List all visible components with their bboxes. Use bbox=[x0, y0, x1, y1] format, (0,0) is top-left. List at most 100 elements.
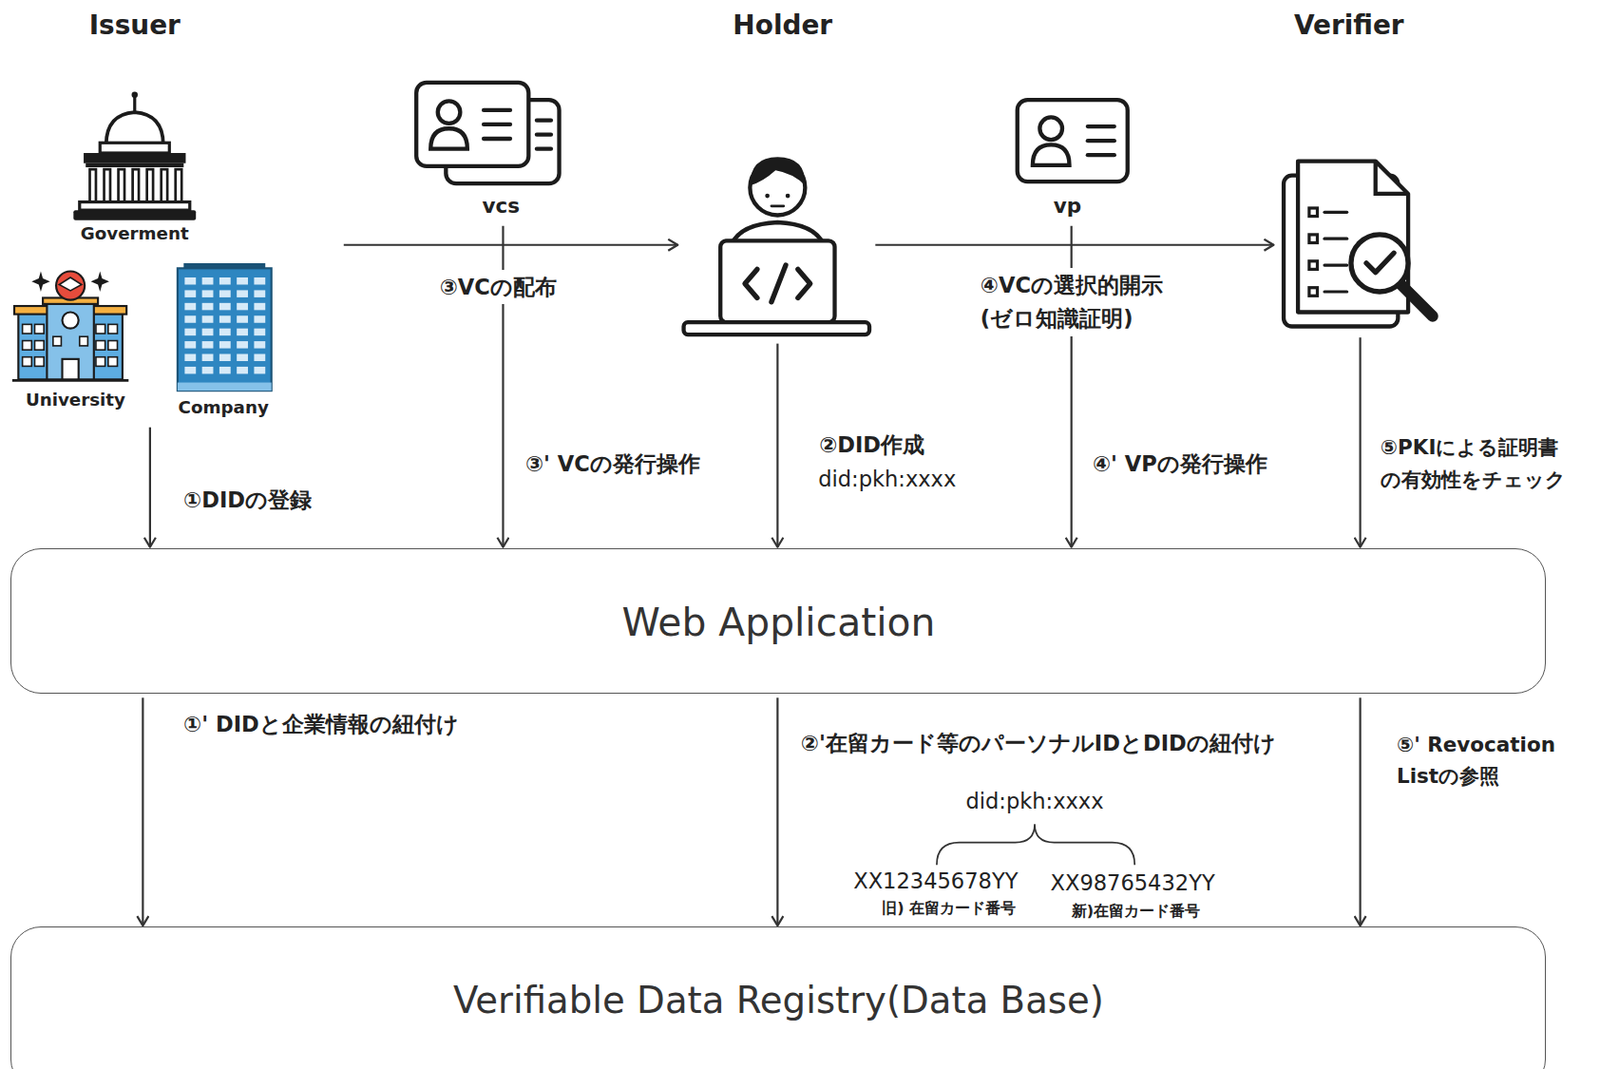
edge-label: ②'在留カード等のパーソナルIDとDIDの紐付け bbox=[798, 725, 1279, 762]
holder-icon: Holder bbox=[679, 4, 874, 340]
checklist-box bbox=[1309, 208, 1318, 217]
card-line bbox=[536, 133, 552, 137]
window bbox=[219, 303, 231, 311]
window bbox=[202, 315, 214, 324]
window bbox=[184, 277, 196, 286]
window bbox=[236, 289, 248, 298]
building-base bbox=[177, 382, 272, 392]
card-line bbox=[483, 108, 511, 113]
caption-note: 旧) 在留カード番号 bbox=[879, 898, 1018, 917]
edge-label: ④' VPの発行操作 bbox=[1089, 446, 1271, 482]
laptop bbox=[720, 240, 835, 323]
emblem bbox=[56, 271, 85, 301]
window bbox=[236, 303, 248, 311]
window bbox=[219, 353, 231, 362]
card-line bbox=[1087, 152, 1115, 157]
window bbox=[253, 366, 266, 375]
edge-label: ③' VCの発行操作 bbox=[522, 446, 704, 482]
window bbox=[184, 353, 196, 362]
flow-arrow bbox=[149, 427, 152, 548]
column bbox=[104, 169, 111, 202]
card bbox=[416, 82, 529, 167]
window bbox=[202, 366, 214, 375]
code-symbol bbox=[771, 265, 786, 303]
magnifier-handle bbox=[1400, 283, 1433, 316]
node-label: Web Application bbox=[621, 599, 935, 647]
edge-label: ①DIDの登録 bbox=[180, 482, 315, 518]
window bbox=[184, 328, 196, 337]
window bbox=[202, 353, 214, 362]
window bbox=[184, 341, 196, 349]
window bbox=[184, 289, 196, 298]
node-label: University bbox=[25, 389, 126, 411]
window bbox=[35, 341, 45, 351]
card-line bbox=[483, 122, 511, 127]
window bbox=[253, 289, 266, 298]
column bbox=[175, 169, 182, 202]
card-head bbox=[1039, 116, 1063, 140]
window bbox=[202, 303, 214, 311]
window bbox=[22, 323, 33, 334]
ground bbox=[12, 379, 129, 382]
document-fold bbox=[1375, 161, 1409, 194]
checklist-line bbox=[1324, 289, 1348, 293]
lintel bbox=[85, 163, 184, 168]
window bbox=[236, 328, 248, 337]
window bbox=[202, 328, 214, 337]
sparkle bbox=[91, 271, 110, 292]
presentation-icon: vp bbox=[1012, 96, 1132, 223]
window bbox=[22, 341, 33, 351]
card-body bbox=[430, 128, 468, 149]
verifier-icon: Verifier bbox=[1275, 4, 1444, 334]
card-head bbox=[438, 100, 461, 124]
window bbox=[35, 357, 45, 367]
window bbox=[202, 289, 214, 298]
clock bbox=[62, 311, 79, 328]
card-line bbox=[536, 118, 552, 123]
window bbox=[202, 277, 214, 286]
code-symbol bbox=[798, 268, 811, 298]
door bbox=[62, 359, 79, 380]
base bbox=[73, 209, 196, 221]
card-line bbox=[1087, 124, 1115, 129]
window bbox=[236, 366, 248, 375]
issuer-group: GovermentUniversity Company Issuer bbox=[4, 4, 342, 423]
window bbox=[184, 315, 196, 324]
window bbox=[219, 366, 231, 375]
flow-arrow bbox=[776, 343, 779, 548]
node-label: Issuer bbox=[89, 9, 181, 42]
dome bbox=[106, 112, 164, 145]
checklist-box bbox=[1309, 234, 1318, 244]
window bbox=[202, 341, 214, 349]
window bbox=[219, 328, 231, 337]
edge-label: ①' DIDと企業情報の紐付け bbox=[180, 706, 462, 743]
column bbox=[161, 169, 168, 202]
laptop-base bbox=[684, 322, 870, 335]
finial bbox=[132, 92, 138, 98]
company-icon: Company bbox=[171, 261, 278, 422]
sparkle bbox=[31, 271, 50, 292]
university-icon: University bbox=[10, 266, 134, 415]
eye bbox=[764, 193, 770, 199]
office-building bbox=[177, 267, 272, 391]
column bbox=[90, 169, 96, 202]
window bbox=[236, 353, 248, 362]
document bbox=[1297, 161, 1409, 313]
card-line bbox=[536, 147, 552, 152]
government-icon: Goverment bbox=[73, 94, 196, 248]
credential-icon: vcs bbox=[413, 79, 562, 223]
column bbox=[118, 169, 125, 202]
brace bbox=[936, 823, 1135, 865]
window bbox=[253, 353, 266, 362]
identifier-label: XX98765432YY bbox=[1048, 871, 1218, 897]
database-box: Verifiable Data Registry(Data Base) bbox=[10, 926, 1546, 1069]
entablature bbox=[83, 152, 186, 164]
window bbox=[108, 323, 118, 334]
flow-arrow bbox=[1359, 337, 1362, 548]
card-body bbox=[1032, 144, 1070, 165]
window bbox=[253, 277, 266, 286]
identifier-label: did:pkh:xxxx bbox=[816, 466, 958, 493]
window bbox=[79, 336, 89, 346]
node-label: vcs bbox=[482, 193, 521, 219]
